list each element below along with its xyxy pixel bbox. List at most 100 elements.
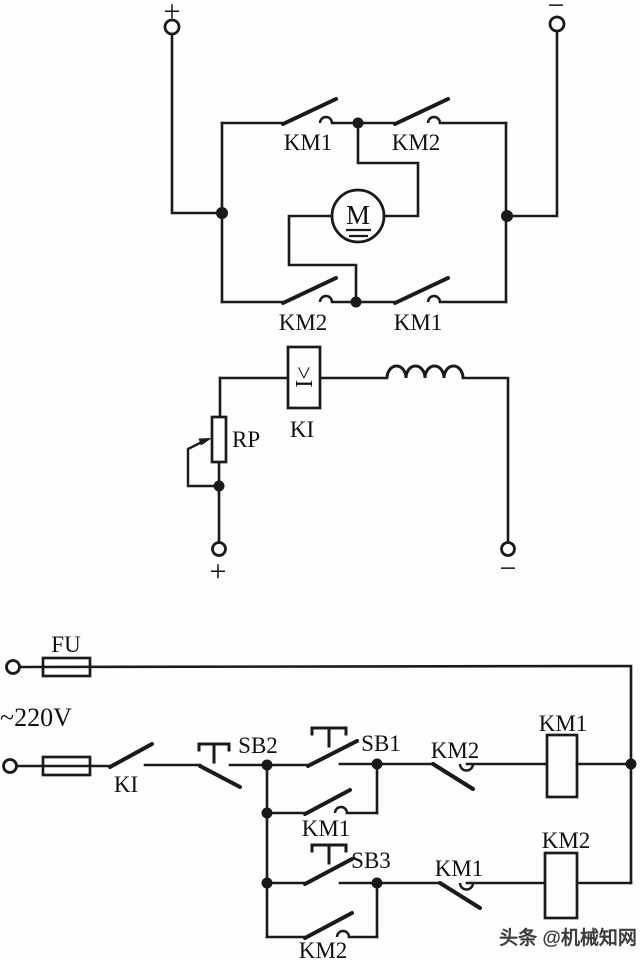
coil-label: KM1 — [539, 711, 588, 736]
contact-blade-icon — [281, 276, 338, 305]
rheostat-label: RP — [232, 427, 260, 452]
contact-label: KM2 — [392, 130, 441, 155]
contact-label: KM2 — [279, 310, 328, 335]
km1-top-contact: KM1 — [281, 97, 338, 155]
coil-rect-icon — [543, 851, 579, 920]
field-minus-terminal: − — [500, 541, 517, 585]
fuse-label: FU — [51, 632, 81, 657]
contact-blade-icon — [306, 739, 359, 768]
contact-label: KM1 — [394, 310, 443, 335]
sb1-button: SB1 — [306, 726, 401, 768]
junction-dot — [501, 210, 513, 222]
contact-hook-icon — [458, 763, 475, 772]
current-relay-box: I< KI — [286, 345, 322, 442]
resistor-rect-icon — [210, 415, 228, 464]
contact-label: KM1 — [284, 130, 333, 155]
field-plus-terminal: + — [210, 541, 227, 588]
contact-blade-icon — [303, 788, 352, 816]
wiper-arrow-icon — [198, 438, 212, 446]
rheostat: RP — [186, 415, 260, 488]
supply-voltage-label: ~220V — [0, 703, 72, 732]
wire — [505, 29, 559, 218]
coil-rect-icon — [545, 733, 579, 799]
relay-label: KI — [290, 417, 314, 442]
junction-dot — [625, 758, 637, 770]
terminal-circle-icon — [163, 18, 181, 36]
contact-hook-icon — [318, 294, 334, 303]
km2-latch-contact: KM2 — [265, 911, 379, 960]
contact-label: KI — [114, 772, 138, 797]
contact-hook-icon — [426, 294, 442, 303]
junction-dot — [261, 877, 273, 889]
fuse-rect-icon — [41, 755, 92, 777]
junction-dot — [261, 759, 273, 771]
button-label: SB3 — [351, 848, 391, 873]
junction-dot — [350, 296, 362, 308]
junction-dot — [352, 117, 364, 129]
km2-bottom-contact: KM2 — [279, 276, 338, 335]
contact-hook-icon — [458, 882, 475, 891]
km2-top-contact: KM2 — [392, 97, 450, 155]
contact-label: KM2 — [431, 738, 480, 763]
field-winding-inductor-icon — [385, 364, 465, 379]
junction-dot — [261, 807, 273, 819]
km2-coil: KM2 — [542, 828, 591, 920]
motor-lower-branch-wire — [287, 214, 358, 304]
coil-label: KM2 — [542, 828, 591, 853]
junction-dot — [216, 207, 228, 219]
terminal-circle-icon — [548, 15, 566, 33]
button-label: SB1 — [361, 731, 401, 756]
fuse-rect-icon — [41, 656, 92, 678]
motor-upper-branch-wire — [356, 121, 420, 218]
km2-nc-contact: KM2 — [431, 738, 480, 791]
button-cap-icon — [197, 742, 231, 764]
junction-dot — [371, 877, 383, 889]
contact-blade-icon — [393, 276, 450, 305]
sb2-button: SB2 — [197, 733, 278, 789]
watermark: 头条 @机械知网 — [499, 926, 637, 949]
wire — [217, 376, 222, 545]
plus-sign: + — [210, 555, 227, 588]
km1-bottom-contact: KM1 — [393, 276, 450, 335]
contact-hook-icon — [335, 929, 351, 938]
dc-motor: M — [330, 188, 386, 244]
km1-coil: KM1 — [539, 711, 588, 799]
junction-dot — [213, 480, 225, 492]
contact-blade-icon — [393, 97, 450, 126]
fuse-fu: FU — [41, 632, 92, 678]
wire — [218, 376, 510, 545]
contact-blade-icon — [438, 881, 482, 910]
plus-terminal: + — [163, 0, 224, 215]
relay-rect-icon — [286, 345, 322, 410]
relay-symbol: I< — [292, 366, 318, 388]
sb3-button: SB3 — [265, 843, 442, 886]
terminal-circle-icon — [211, 541, 227, 557]
button-cap-icon — [310, 726, 348, 748]
contact-blade-icon — [303, 857, 354, 886]
top-feeder-wire — [18, 664, 633, 885]
contact-blade-icon — [108, 742, 154, 769]
button-label: SB2 — [238, 733, 278, 758]
power-bridge-section: + − KM1 KM2 KM2 — [163, 0, 566, 335]
control-circuit-section: FU ~220V KI SB2 SB1 KM2 — [0, 632, 637, 960]
terminal-circle-icon — [500, 541, 516, 557]
terminal-circle-icon — [5, 659, 21, 675]
contact-blade-icon — [281, 97, 338, 126]
km1-latch-contact: KM1 — [265, 788, 379, 841]
contact-hook-icon — [333, 805, 349, 814]
minus-terminal: − — [505, 0, 566, 218]
ki-contact: KI — [108, 742, 154, 797]
minus-sign: − — [500, 552, 517, 585]
contact-label: KM2 — [299, 938, 348, 960]
contact-hook-icon — [426, 115, 442, 124]
contact-label: KM1 — [302, 816, 351, 841]
field-circuit-section: I< KI RP + − — [186, 345, 517, 588]
contact-hook-icon — [318, 115, 334, 124]
wiper-wire — [186, 440, 221, 488]
km1-nc-contact: KM1 — [435, 856, 483, 910]
junction-dot — [371, 758, 383, 770]
contact-blade-icon — [431, 762, 475, 791]
contact-blade-icon — [303, 911, 354, 940]
